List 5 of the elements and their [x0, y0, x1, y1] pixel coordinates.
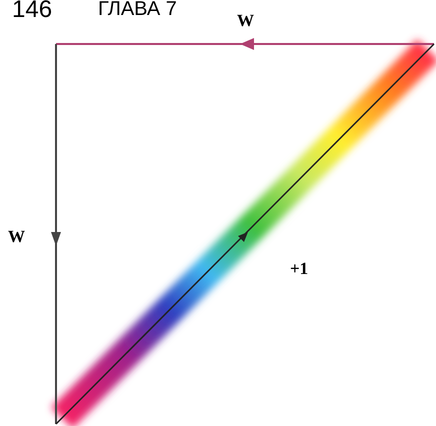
side-label: W [237, 10, 254, 32]
side-label: W [8, 226, 25, 248]
diagonal-label: +1 [290, 258, 308, 280]
chapter-header: ГЛАВА 7 [98, 0, 177, 22]
page-number: 146 [12, 0, 52, 25]
